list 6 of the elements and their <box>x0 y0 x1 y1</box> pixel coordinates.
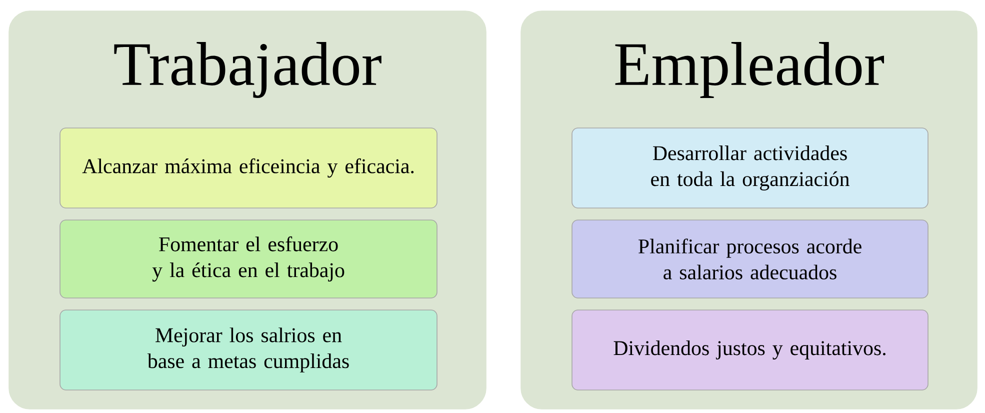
text-box: Mejorar los salrios en base a metas cumplidas <box>60 310 438 390</box>
text-box: Planificar procesos acorde a salarios adecuados <box>572 220 928 298</box>
text-box: Dividendos justos y equitativos. <box>572 310 928 390</box>
text-box: Fomentar el esfuerzo y la ética en el trabajo <box>60 220 438 298</box>
text-box: Alcanzar máxima eficeincia y eficacia. <box>60 128 438 208</box>
text-box: Desarrollar actividades en toda la organziación <box>572 128 928 208</box>
